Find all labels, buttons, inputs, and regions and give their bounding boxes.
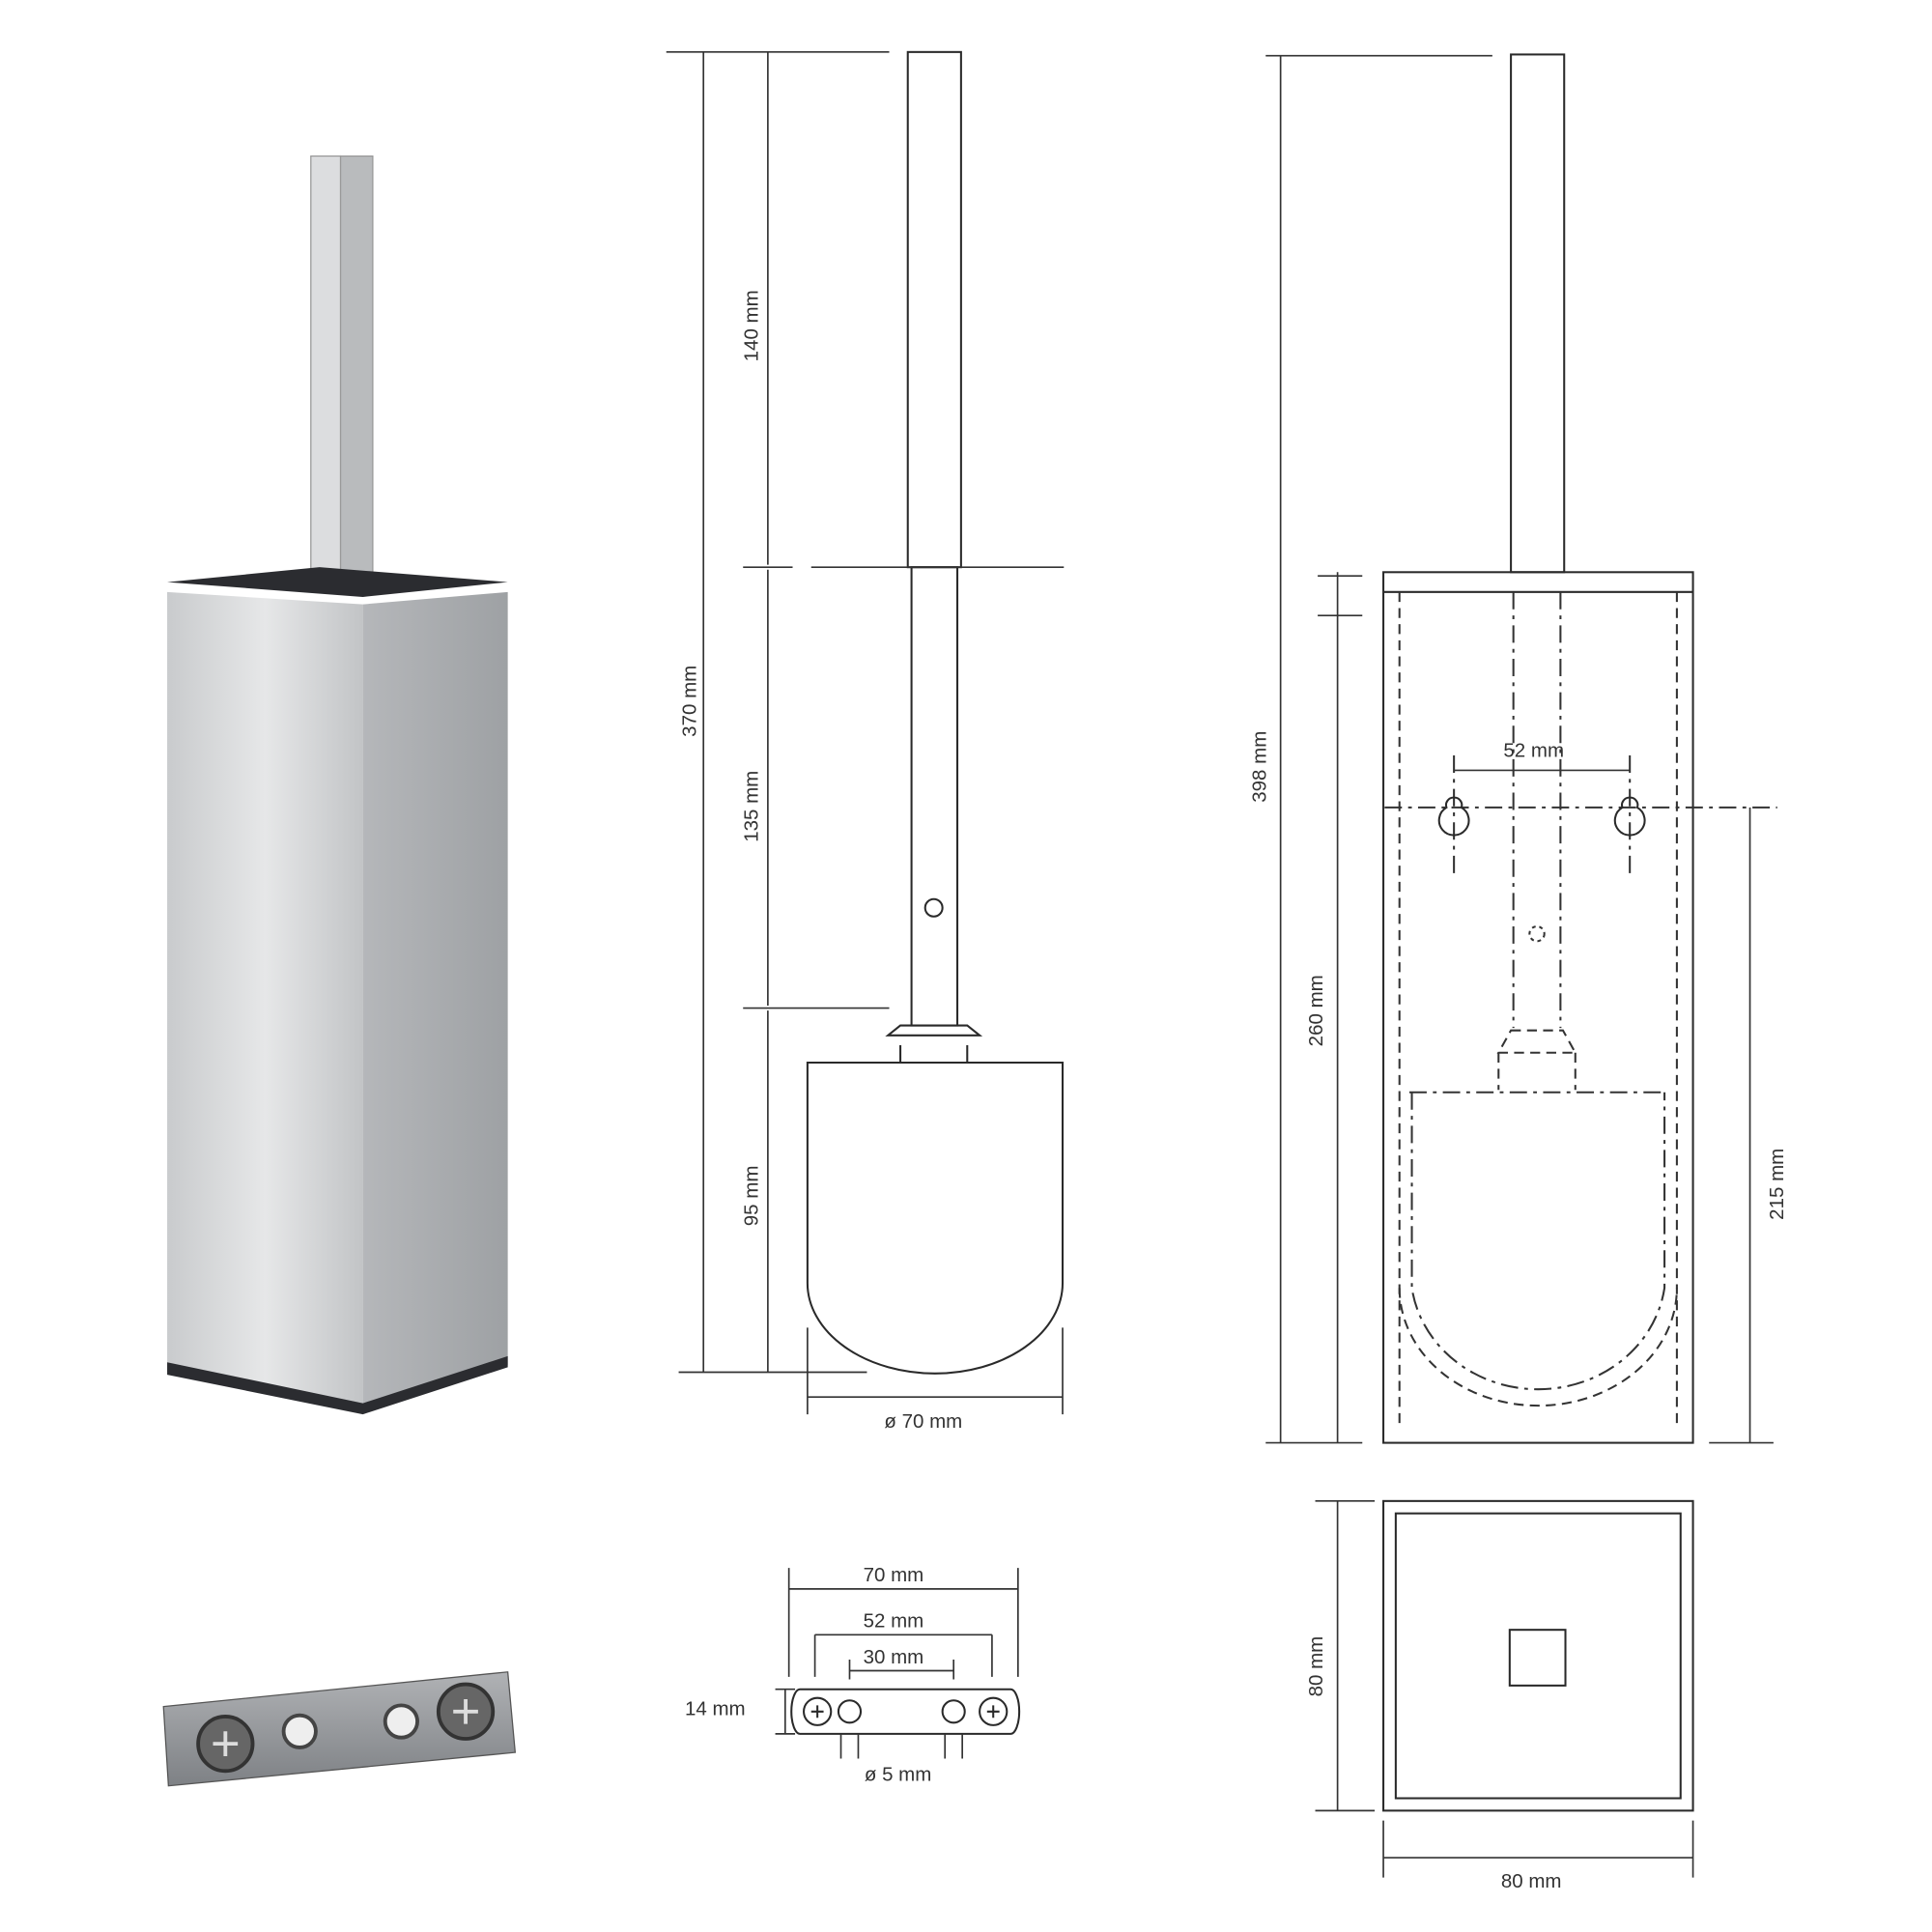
dim-95: 95 mm [741, 1166, 763, 1227]
dim-bracket-52: 52 mm [864, 1610, 924, 1633]
dim-bracket-70: 70 mm [864, 1564, 924, 1586]
dim-215: 215 mm [1766, 1149, 1788, 1220]
holder-drawing: 398 mm 260 mm 52 mm 215 mm [1248, 53, 1788, 1444]
brush-drawing: 370 mm 140 mm 135 mm 95 mm ø 70 mm [666, 50, 1065, 1433]
dim-135: 135 mm [741, 771, 763, 842]
product-photo [167, 155, 508, 1415]
dim-52-holes: 52 mm [1503, 739, 1564, 761]
dim-398: 398 mm [1248, 731, 1270, 803]
dim-bracket-14: 14 mm [685, 1698, 746, 1720]
dim-diameter-70: ø 70 mm [884, 1410, 962, 1433]
bracket-drawing: 70 mm 52 mm 30 mm 14 mm ø 5 mm [685, 1564, 1021, 1786]
top-view-drawing: 80 mm 80 mm [1305, 1499, 1694, 1892]
dim-top-80-depth: 80 mm [1305, 1636, 1327, 1697]
dim-260: 260 mm [1305, 975, 1327, 1046]
dim-top-80-width: 80 mm [1501, 1870, 1562, 1892]
dim-140: 140 mm [741, 290, 763, 361]
dim-bracket-5: ø 5 mm [865, 1764, 931, 1786]
dim-bracket-30: 30 mm [864, 1646, 924, 1668]
bracket-photo [162, 1671, 517, 1787]
dim-370: 370 mm [679, 666, 701, 737]
